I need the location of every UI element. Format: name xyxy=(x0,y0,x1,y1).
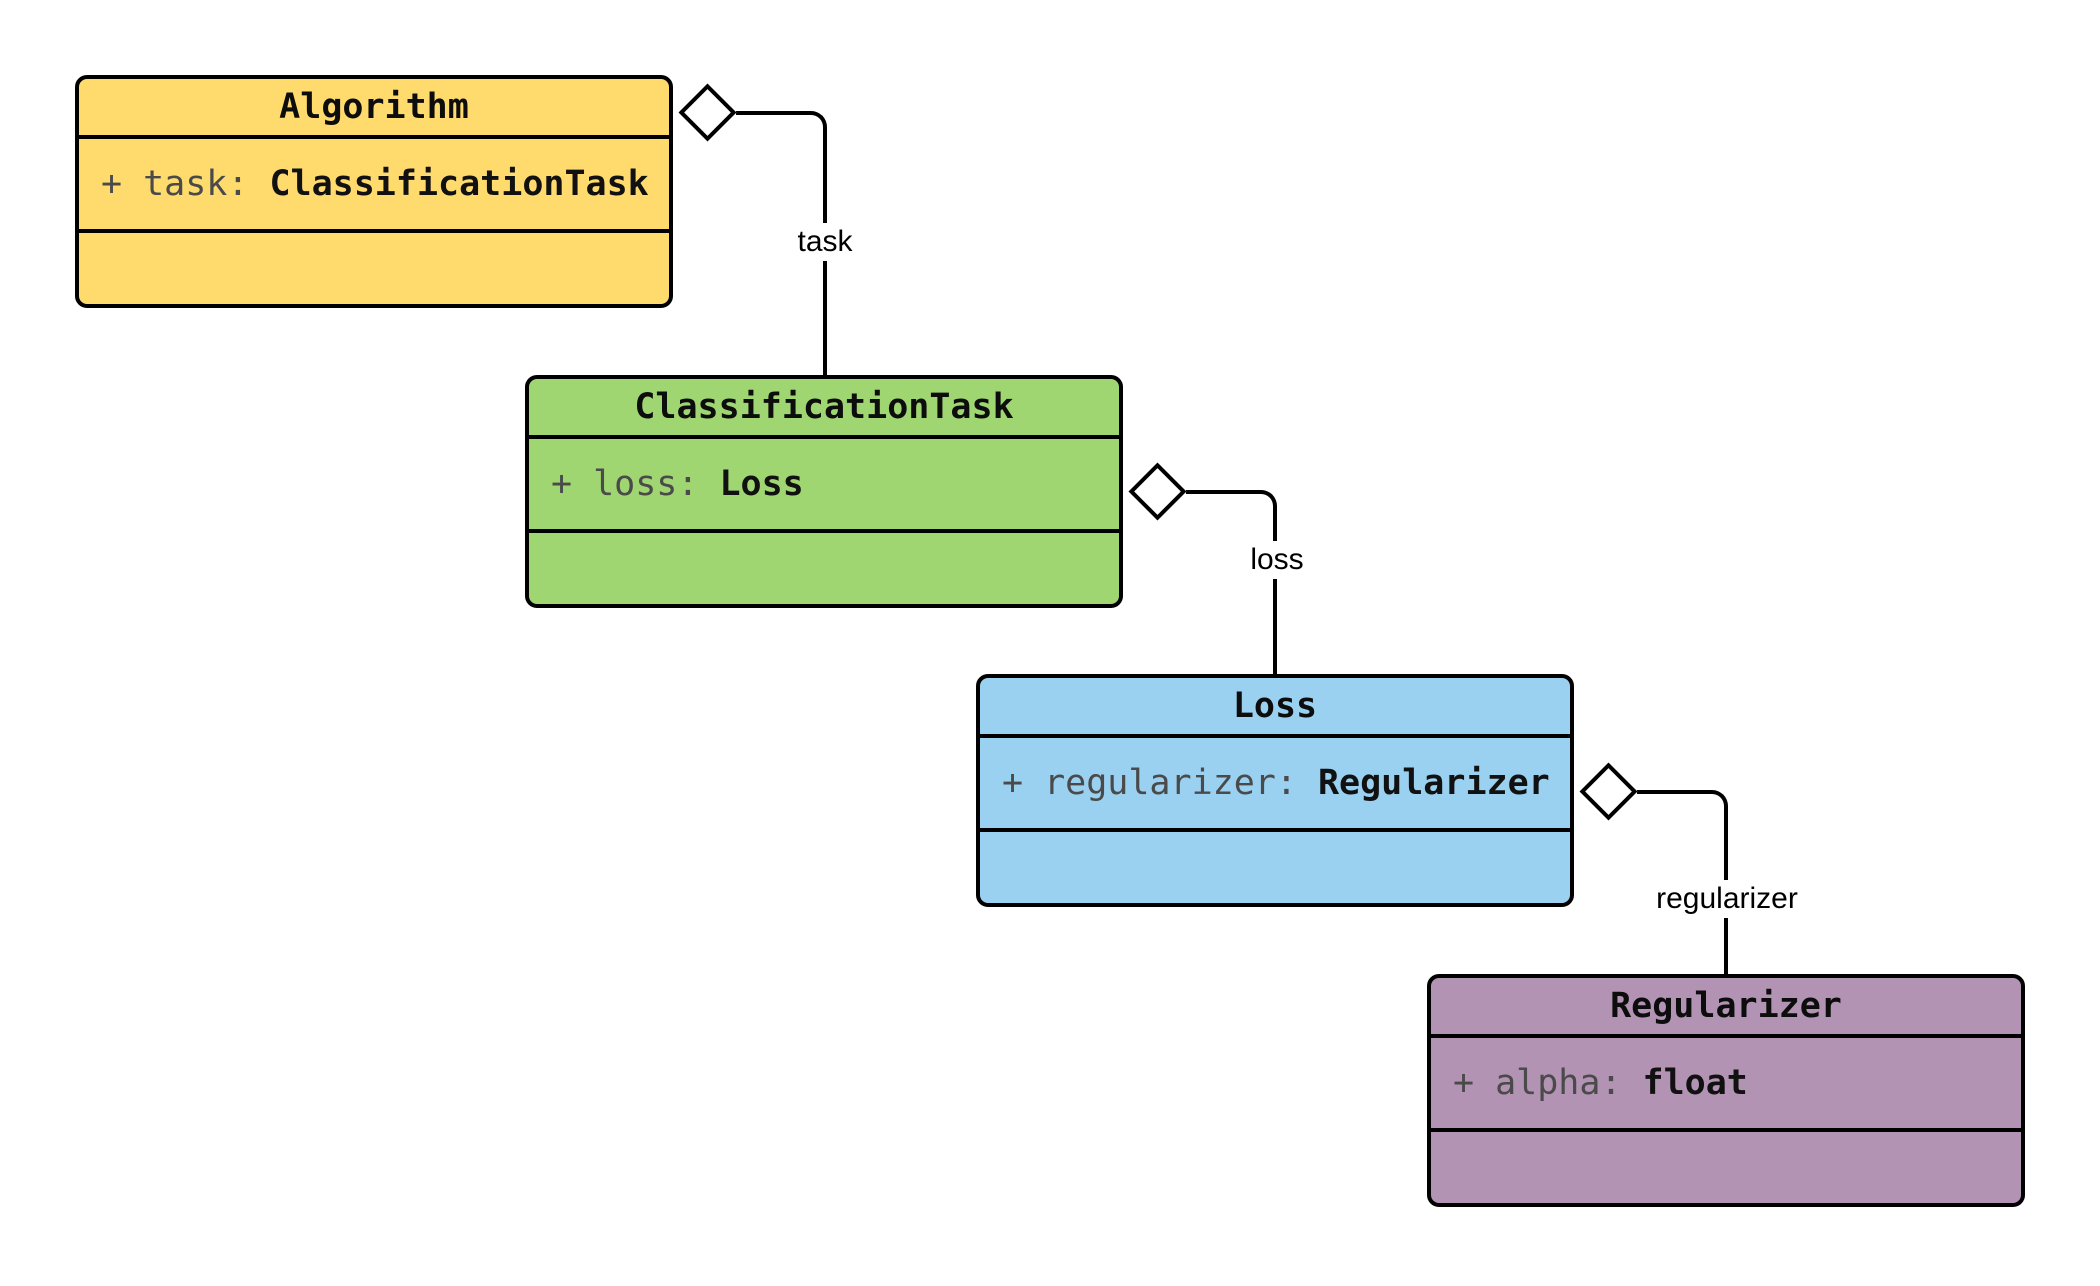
class-attribute: + alpha: float xyxy=(1431,1038,2021,1132)
class-attribute: + loss: Loss xyxy=(529,439,1119,533)
class-methods-empty xyxy=(79,233,669,304)
edge-label-regularizer: regularizer xyxy=(1648,880,1806,918)
aggregation-diamond-icon xyxy=(1128,462,1187,521)
class-methods-empty xyxy=(529,533,1119,604)
attribute-visibility: + xyxy=(101,164,123,204)
class-methods-empty xyxy=(980,832,1570,903)
class-attribute: + regularizer: Regularizer xyxy=(980,738,1570,832)
attribute-type: ClassificationTask xyxy=(269,164,649,204)
class-title: Loss xyxy=(980,678,1570,738)
attribute-type: float xyxy=(1642,1063,1748,1103)
attribute-visibility: + xyxy=(551,464,573,504)
class-methods-empty xyxy=(1431,1132,2021,1203)
edge-label-loss: loss xyxy=(1242,541,1312,579)
class-title: ClassificationTask xyxy=(529,379,1119,439)
class-box-loss: Loss + regularizer: Regularizer xyxy=(976,674,1574,907)
attribute-name: loss xyxy=(593,464,678,504)
class-title: Regularizer xyxy=(1431,978,2021,1038)
attribute-colon: : xyxy=(227,164,249,204)
attribute-name: task xyxy=(143,164,228,204)
class-box-algorithm: Algorithm + task: ClassificationTask xyxy=(75,75,673,308)
aggregation-diamond-icon xyxy=(1579,762,1638,821)
aggregation-diamond-icon xyxy=(678,83,737,142)
attribute-visibility: + xyxy=(1453,1063,1475,1103)
class-box-classificationtask: ClassificationTask + loss: Loss xyxy=(525,375,1123,608)
class-box-regularizer: Regularizer + alpha: float xyxy=(1427,974,2025,1207)
class-attribute: + task: ClassificationTask xyxy=(79,139,669,233)
attribute-colon: : xyxy=(1275,763,1297,803)
attribute-name: alpha xyxy=(1495,1063,1601,1103)
attribute-name: regularizer xyxy=(1044,763,1276,803)
class-title: Algorithm xyxy=(79,79,669,139)
attribute-type: Regularizer xyxy=(1317,763,1550,803)
attribute-visibility: + xyxy=(1002,763,1024,803)
attribute-colon: : xyxy=(1600,1063,1622,1103)
edge-label-task: task xyxy=(789,223,861,261)
attribute-colon: : xyxy=(677,464,699,504)
attribute-type: Loss xyxy=(719,464,804,504)
edge-connector-loss xyxy=(1186,490,1277,674)
